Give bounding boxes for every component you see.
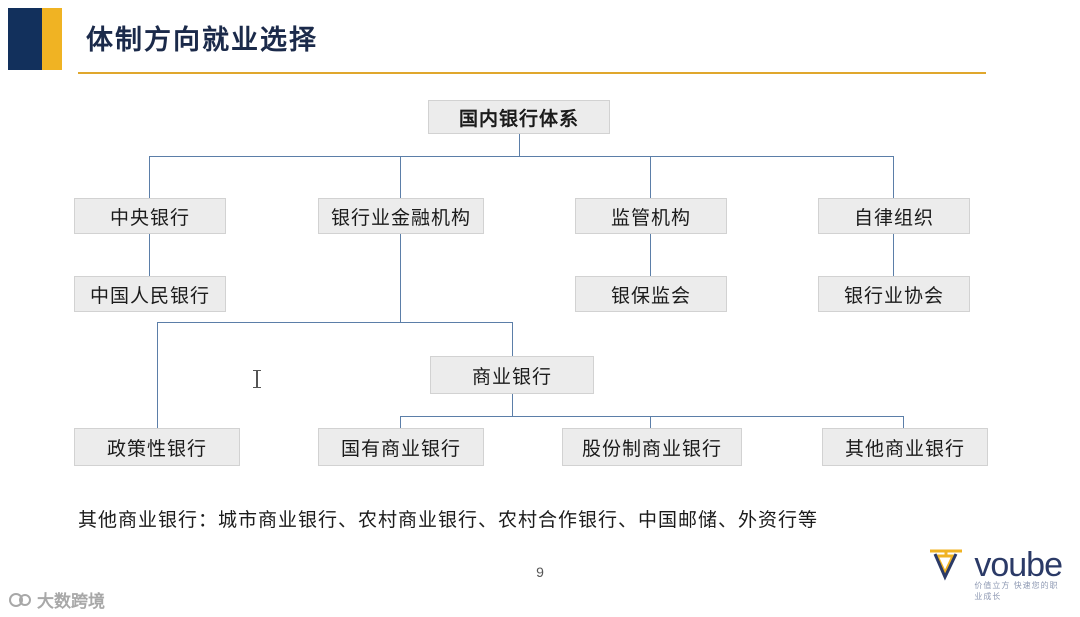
text-cursor: [253, 370, 261, 388]
logo-tagline: 价值立方 快速您的职业成长: [974, 581, 1059, 601]
edge-to-banking: [400, 156, 401, 198]
edge-to-selfreg: [893, 156, 894, 198]
node-other-commercial-bank[interactable]: 其他商业银行: [822, 428, 988, 466]
edge-regulator-cbirc: [650, 234, 651, 276]
header-divider: [78, 72, 986, 74]
header-accent-gold: [42, 8, 62, 70]
edge-to-commercial: [512, 322, 513, 356]
watermark-label: 大数跨境: [37, 592, 105, 611]
watermark-icon: [8, 588, 32, 612]
page-title: 体制方向就业选择: [86, 25, 318, 55]
edge-level1-bus: [149, 156, 893, 157]
edge-to-central: [149, 156, 150, 198]
node-joint-stock-bank[interactable]: 股份制商业银行: [562, 428, 742, 466]
voube-mark-icon: [926, 548, 966, 582]
node-central-bank[interactable]: 中央银行: [74, 198, 226, 234]
page-number: 9: [536, 564, 544, 580]
node-root[interactable]: 国内银行体系: [428, 100, 610, 134]
node-cbirc[interactable]: 银保监会: [575, 276, 727, 312]
edge-to-other: [903, 416, 904, 428]
node-banking-association[interactable]: 银行业协会: [818, 276, 970, 312]
edge-banking-bus: [157, 322, 512, 323]
edge-level3-bus: [400, 416, 903, 417]
edge-central-pboc: [149, 234, 150, 276]
node-state-owned-bank[interactable]: 国有商业银行: [318, 428, 484, 466]
edge-to-policy: [157, 322, 158, 428]
edge-to-jointstock: [650, 416, 651, 428]
org-chart: 国内银行体系 中央银行 银行业金融机构 监管机构 自律组织 中国人民银行 银保监…: [0, 86, 1080, 506]
brand-logo: voube 价值立方 快速您的职业成长: [926, 546, 1063, 601]
node-pboc[interactable]: 中国人民银行: [74, 276, 226, 312]
logo-wordmark: voube: [974, 546, 1063, 584]
header-accent-navy: [8, 8, 42, 70]
node-banking-institutions[interactable]: 银行业金融机构: [318, 198, 484, 234]
header-accent-bar: [8, 8, 62, 70]
edge-selfreg-assoc: [893, 234, 894, 276]
node-policy-bank[interactable]: 政策性银行: [74, 428, 240, 466]
edge-to-stateowned: [400, 416, 401, 428]
edge-to-regulator: [650, 156, 651, 198]
node-commercial-bank[interactable]: 商业银行: [430, 356, 594, 394]
chart-caption: 其他商业银行：城市商业银行、农村商业银行、农村合作银行、中国邮储、外资行等: [78, 510, 819, 531]
node-regulator[interactable]: 监管机构: [575, 198, 727, 234]
watermark: 大数跨境: [8, 587, 105, 612]
edge-banking-down: [400, 234, 401, 322]
edge-commercial-down: [512, 394, 513, 416]
edge-root-down: [519, 130, 520, 156]
node-self-regulatory[interactable]: 自律组织: [818, 198, 970, 234]
